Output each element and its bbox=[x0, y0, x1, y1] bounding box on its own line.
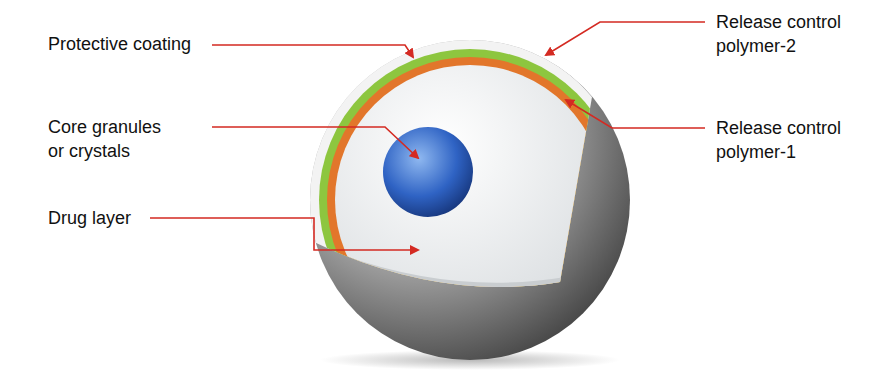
callout-label: Drug layer bbox=[48, 206, 148, 230]
protective-coating-layer bbox=[319, 49, 621, 351]
core-sphere bbox=[383, 127, 473, 217]
callout-label: Core granules or crystals bbox=[48, 115, 173, 163]
leader-line bbox=[212, 127, 418, 158]
release-polymer-1-layer bbox=[327, 57, 613, 343]
leader-lines bbox=[150, 22, 705, 250]
callout-label: Release control polymer-2 bbox=[716, 10, 861, 58]
leader-line bbox=[212, 45, 413, 57]
release-polymer-2-layer bbox=[310, 40, 630, 360]
leader-line bbox=[150, 218, 418, 250]
cutaway-layers bbox=[300, 40, 630, 360]
leader-line bbox=[566, 100, 705, 128]
cut-floor bbox=[300, 238, 570, 300]
outer-shell bbox=[310, 40, 630, 360]
callout-label: Release control polymer-1 bbox=[716, 116, 861, 164]
drug-layer bbox=[335, 65, 605, 335]
leader-line bbox=[546, 22, 705, 55]
callout-label: Protective coating bbox=[48, 32, 213, 56]
